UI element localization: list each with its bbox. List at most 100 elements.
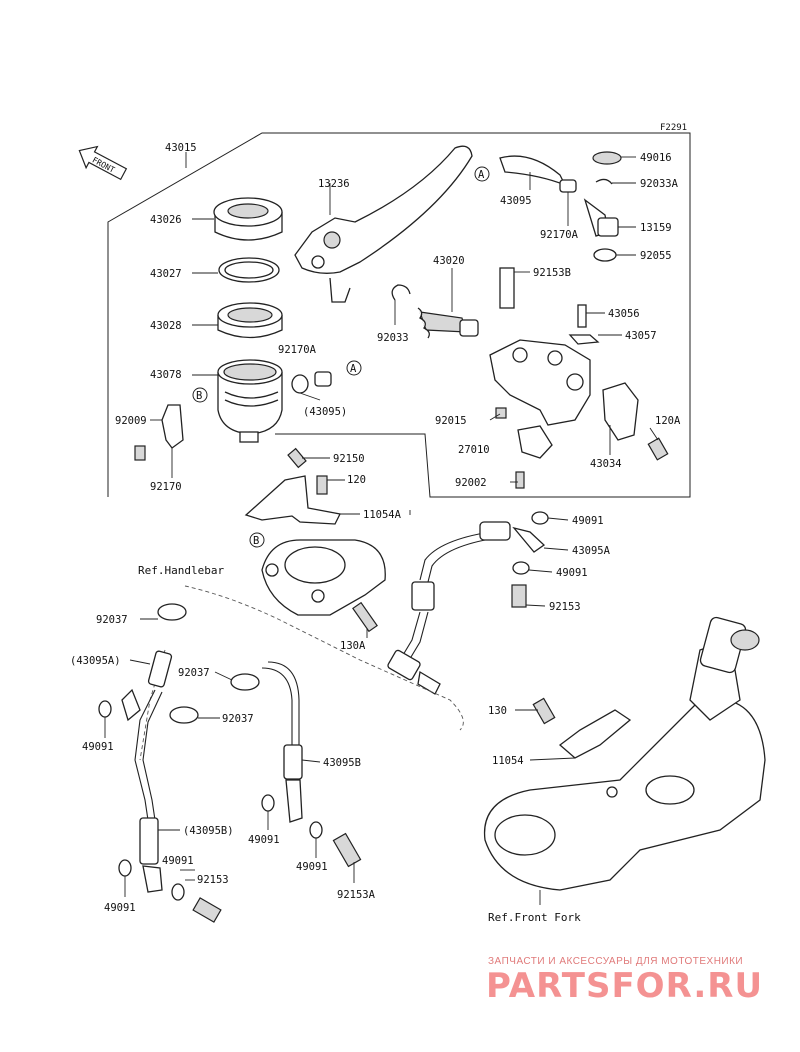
watermark-logo: PARTSFOR.RU (486, 966, 763, 1006)
label-43026: 43026 (150, 214, 182, 226)
svg-text:B: B (196, 390, 202, 402)
label-43078: 43078 (150, 369, 182, 381)
reservoir-cap (213, 197, 283, 241)
washer-49091-c (98, 700, 112, 718)
label-92037-b: 92037 (178, 667, 210, 679)
reservoir-bracket (161, 404, 184, 449)
cable-bracket (244, 475, 341, 525)
label-92037-a: 92037 (96, 614, 128, 626)
reservoir (217, 359, 283, 443)
label-92170A-2: 92170A (540, 229, 579, 241)
label-49091-c: 49091 (82, 741, 114, 753)
label-43027: 43027 (150, 268, 182, 280)
washer-49091-a (531, 511, 549, 525)
label-43056: 43056 (608, 308, 640, 320)
label-43095A: 43095A (572, 545, 611, 557)
label-92170A: 92170A (278, 344, 317, 356)
label-92033: 92033 (377, 332, 409, 344)
label-92150: 92150 (333, 453, 365, 465)
washer-49091-f (118, 859, 132, 877)
ref-handlebar: Ref.Handlebar (138, 564, 224, 577)
ref-front-fork: Ref.Front Fork (488, 911, 581, 924)
callout-a-top: A (474, 166, 490, 182)
diaphragm-plate (217, 302, 283, 339)
svg-text:B: B (253, 535, 259, 547)
label-43095B-paren: (43095B) (183, 825, 234, 837)
label-49091-b: 49091 (556, 567, 588, 579)
label-27010: 27010 (458, 444, 490, 456)
label-120: 120 (347, 474, 366, 486)
svg-text:A: A (478, 169, 485, 181)
part-labels: 43015 43026 43027 43028 43078 92009 9217… (70, 142, 681, 914)
bolt-130A (352, 601, 378, 633)
cap-49016 (592, 151, 622, 165)
label-92002: 92002 (455, 477, 487, 489)
label-11054: 11054 (492, 755, 524, 767)
bracket-11054 (558, 709, 632, 759)
callout-b-bottom: B (249, 532, 265, 548)
label-92033A: 92033A (640, 178, 679, 190)
label-43034: 43034 (590, 458, 622, 470)
label-92170: 92170 (150, 481, 182, 493)
label-43015: 43015 (165, 142, 197, 154)
handlebar-holder (261, 539, 386, 616)
handlebar-ref-line (184, 585, 464, 731)
brake-hose-upper (387, 521, 546, 695)
label-92153: 92153 (549, 601, 581, 613)
brake-hose-lower (121, 603, 303, 893)
label-43057: 43057 (625, 330, 657, 342)
bleed-cap-43057 (568, 334, 600, 345)
leader-lines (104, 156, 659, 905)
washer-49091-e (309, 821, 323, 839)
label-49091-f: 49091 (162, 855, 194, 867)
washer-49091-b (512, 561, 530, 575)
label-49091-d: 49091 (248, 834, 280, 846)
label-49091-e: 49091 (296, 861, 328, 873)
oring-92055 (593, 248, 617, 262)
banjo-bolt-92153A (332, 832, 362, 868)
washer-49091-d (261, 794, 275, 812)
circlip-92033 (391, 284, 411, 301)
label-43095: 43095 (500, 195, 532, 207)
brake-lever (294, 145, 473, 303)
bolt-92150 (287, 447, 307, 469)
label-43095-paren: (43095) (303, 406, 347, 418)
label-120A: 120A (655, 415, 681, 427)
nut-92015 (495, 407, 507, 419)
label-43020: 43020 (433, 255, 465, 267)
label-92015: 92015 (435, 415, 467, 427)
label-92153A: 92153A (337, 889, 376, 901)
master-cylinder-body (489, 267, 591, 426)
bolt-120A (647, 437, 669, 461)
callout-a-left: A (346, 360, 362, 376)
label-49016: 49016 (640, 152, 672, 164)
label-92153B: 92153B (533, 267, 571, 279)
callout-b-top: B (192, 387, 208, 403)
front-arrow-icon: FRONT (78, 145, 128, 181)
label-130: 130 (488, 705, 507, 717)
label-43095A-paren: (43095A) (70, 655, 121, 667)
svg-text:A: A (350, 363, 357, 375)
brake-switch (517, 425, 553, 459)
label-92009: 92009 (115, 415, 147, 427)
hose-clamp (291, 371, 332, 394)
banjo-bolt-92153-b (192, 897, 222, 923)
screw-92002 (515, 471, 525, 489)
bolt-130 (532, 697, 556, 725)
reservoir-hose (499, 155, 619, 237)
label-43095B: 43095B (323, 757, 361, 769)
label-92037-c: 92037 (222, 713, 254, 725)
bolt-92009 (134, 445, 146, 461)
label-13236: 13236 (318, 178, 350, 190)
front-fork-clamp (483, 616, 766, 891)
label-43028: 43028 (150, 320, 182, 332)
clip-92033A (595, 178, 613, 185)
banjo-bolt-92153 (511, 584, 527, 608)
diagram-code: F2291 (660, 123, 687, 133)
label-13159: 13159 (640, 222, 672, 234)
label-11054A: 11054A (363, 509, 402, 521)
washer-49091-g (171, 883, 185, 901)
label-92153-b: 92153 (197, 874, 229, 886)
